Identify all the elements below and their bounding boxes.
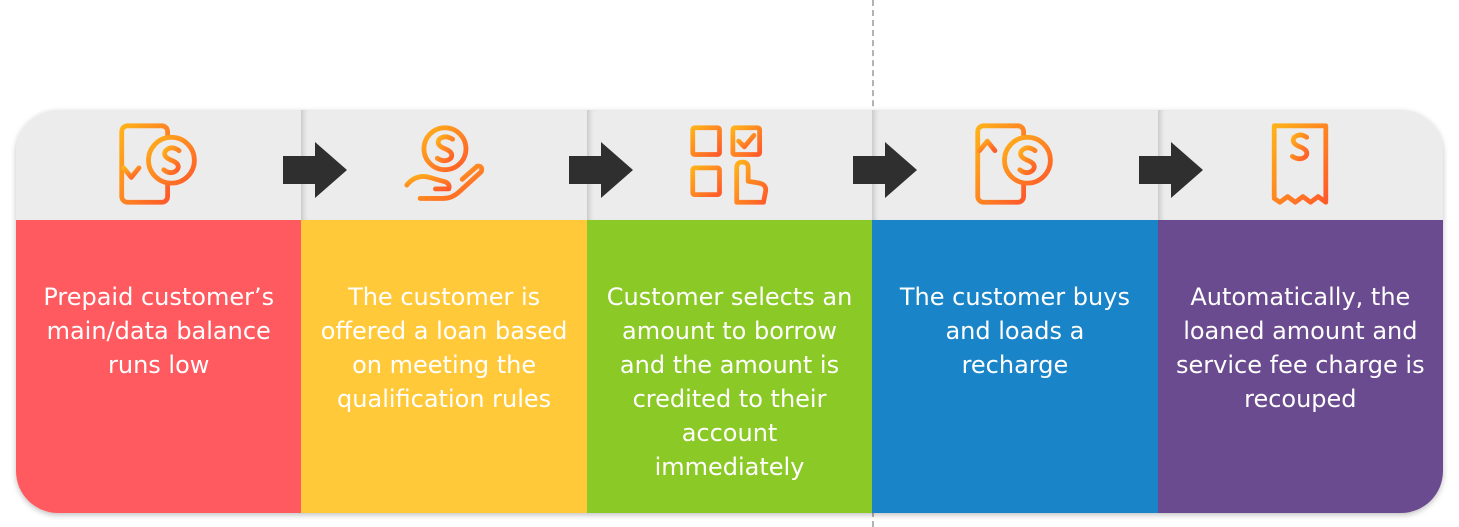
step-3-icon-area	[586, 110, 873, 220]
step-3: Customer selects an amount to borrow and…	[586, 110, 873, 513]
step-3-description: Customer selects an amount to borrow and…	[586, 220, 873, 513]
balance-up-icon	[972, 122, 1058, 208]
step-4: The customer buys and loads a recharge	[872, 110, 1158, 513]
step-2-description: The customer is offered a loan based on …	[301, 220, 587, 513]
arrow-right-icon	[569, 142, 633, 198]
step-1: Prepaid customer’s main/data balance run…	[16, 110, 302, 513]
step-4-icon-area	[872, 110, 1158, 220]
select-grid-icon	[687, 122, 773, 208]
balance-down-icon	[116, 122, 202, 208]
step-1-description: Prepaid customer’s main/data balance run…	[16, 220, 302, 513]
step-5: Automatically, the loaned amount and ser…	[1157, 110, 1443, 513]
arrow-right-icon	[853, 142, 917, 198]
arrow-right-icon	[1139, 142, 1203, 198]
step-5-description: Automatically, the loaned amount and ser…	[1157, 220, 1443, 513]
process-flow: Prepaid customer’s main/data balance run…	[16, 110, 1443, 513]
step-5-icon-area	[1157, 110, 1443, 220]
receipt-icon	[1257, 122, 1343, 208]
step-2: The customer is offered a loan based on …	[301, 110, 587, 513]
hand-coin-icon	[401, 122, 487, 208]
step-2-icon-area	[301, 110, 587, 220]
step-4-description: The customer buys and loads a recharge	[872, 220, 1158, 513]
arrow-right-icon	[283, 142, 347, 198]
step-1-icon-area	[16, 110, 302, 220]
